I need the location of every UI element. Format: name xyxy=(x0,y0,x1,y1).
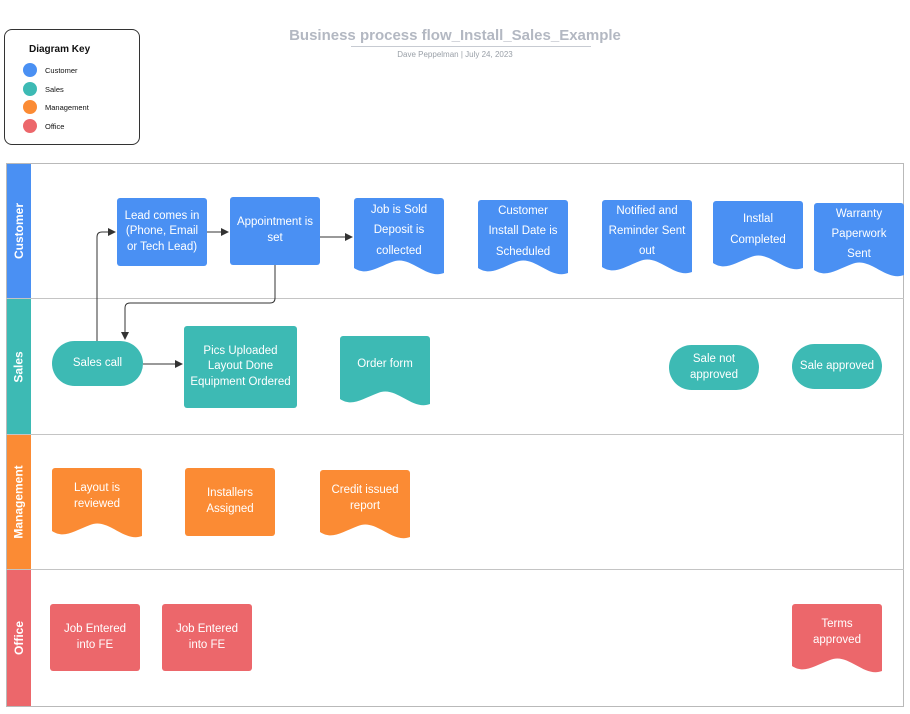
key-label-management: Management xyxy=(45,102,89,112)
key-item-office: Office xyxy=(23,118,64,134)
lane-divider xyxy=(6,298,904,299)
doc-shape-credit xyxy=(320,470,410,539)
node-appointment: Appointment is set xyxy=(230,197,320,265)
lane-header-sales: Sales xyxy=(7,299,31,434)
node-terms: Terms approved xyxy=(813,617,861,646)
node-warranty: Warranty Paperwork Sent xyxy=(831,207,887,261)
doc-shape-order-form xyxy=(340,336,430,406)
node-job-sold: Job is Sold Deposit is collected xyxy=(370,204,428,257)
doc-shape-job-sold xyxy=(354,198,444,275)
lane-header-management: Management xyxy=(7,435,31,569)
lane-header-office: Office xyxy=(7,570,31,706)
node-order-form: Order form xyxy=(357,358,413,371)
management-dot-icon xyxy=(23,100,37,114)
node-lead: Lead comes in (Phone, Email or Tech Lead… xyxy=(117,198,207,266)
doc-shape-terms xyxy=(792,604,882,673)
node-installers: Installers Assigned xyxy=(185,468,275,536)
swimlane-pool xyxy=(6,163,904,707)
connector-appointment-to-sales-call xyxy=(121,265,276,340)
node-credit: Credit issued report xyxy=(331,483,399,512)
key-item-customer: Customer xyxy=(23,62,78,78)
node-job-entered-1: Job Entered into FE xyxy=(50,604,140,671)
doc-shape-install-completed xyxy=(713,201,803,270)
sales-dot-icon xyxy=(23,82,37,96)
node-install-completed: Instlal Completed xyxy=(730,213,786,246)
node-notified: Notified and Reminder Sent out xyxy=(608,204,686,258)
node-job-entered-2: Job Entered into FE xyxy=(162,604,252,671)
node-install-date: Customer Install Date is Scheduled xyxy=(488,205,558,258)
key-label-office: Office xyxy=(45,121,65,131)
connector-sales-call-to-lead xyxy=(96,228,116,341)
lane-header-customer: Customer xyxy=(7,164,31,298)
lane-divider xyxy=(6,434,904,435)
key-item-sales: Sales xyxy=(23,81,64,97)
lane-divider xyxy=(6,569,904,570)
key-label-customer: Customer xyxy=(45,65,78,75)
doc-shape-notified xyxy=(602,200,692,274)
customer-dot-icon xyxy=(23,63,37,77)
diagram-key-title: Diagram Key xyxy=(29,44,91,55)
doc-shape-layout-reviewed xyxy=(52,468,142,538)
node-sale-not-approved: Sale not approved xyxy=(669,345,759,390)
diagram-key: Diagram Key Customer Sales Management Of… xyxy=(4,29,140,145)
node-layout-reviewed: Layout is reviewed xyxy=(73,482,121,510)
title-divider xyxy=(351,46,591,47)
node-pics-uploaded: Pics Uploaded Layout Done Equipment Orde… xyxy=(184,326,297,408)
node-sales-call: Sales call xyxy=(52,341,143,386)
diagram-subtitle: Dave Peppelman | July 24, 2023 xyxy=(397,50,513,59)
key-item-management: Management xyxy=(23,99,89,115)
key-label-sales: Sales xyxy=(45,84,64,94)
office-dot-icon xyxy=(23,119,37,133)
node-sale-approved: Sale approved xyxy=(792,344,882,389)
doc-shape-warranty xyxy=(814,203,904,277)
diagram-title: Business process flow_Install_Sales_Exam… xyxy=(289,27,621,44)
doc-shape-install-date xyxy=(478,200,568,275)
